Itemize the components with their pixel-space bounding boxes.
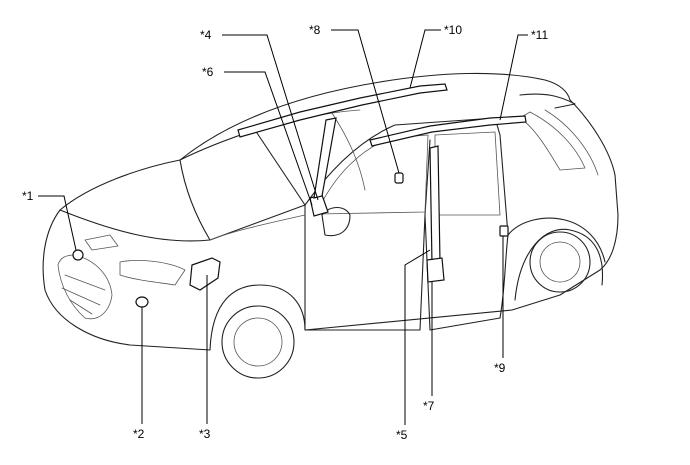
front-seat-belt-webbing (313, 117, 337, 199)
callout-8: *8 (309, 23, 321, 37)
callout-7: *7 (423, 399, 435, 413)
curtain-shield-airbag-front (237, 83, 448, 138)
rear-seat-belt-webbing (429, 145, 441, 265)
side-airbag-sensor (394, 172, 404, 184)
leader-1 (38, 195, 77, 251)
callout-9: *9 (494, 361, 506, 375)
leader-5 (404, 249, 431, 425)
leader-6 (224, 71, 313, 206)
rear-airbag-sensor (499, 225, 509, 237)
car-outline (42, 72, 619, 379)
leader-10 (409, 29, 441, 89)
callout-4: *4 (200, 28, 212, 42)
leader-4 (222, 34, 319, 201)
callout-1: *1 (22, 189, 34, 203)
callout-3: *3 (199, 427, 211, 441)
leader-lines (38, 29, 528, 425)
callout-2: *2 (133, 427, 145, 441)
airbag-sensor-assembly (189, 257, 221, 291)
leader-11 (499, 34, 528, 121)
front-airbag-sensor-lh (72, 249, 84, 261)
callout-10: *10 (444, 23, 462, 37)
callout-6: *6 (202, 65, 214, 79)
callout-labels: *1 *2 *3 *4 *5 *6 *7 *8 *9 *10 *11 (22, 23, 548, 442)
front-airbag-sensor-rh (135, 296, 149, 308)
rear-seat-belt-retractor (426, 257, 445, 283)
front-seat-belt-retractor (309, 194, 329, 217)
callout-5: *5 (396, 428, 408, 442)
curtain-shield-airbag-rear (369, 115, 527, 147)
callout-11: *11 (531, 28, 548, 42)
components (72, 83, 527, 308)
leader-8 (331, 29, 400, 174)
